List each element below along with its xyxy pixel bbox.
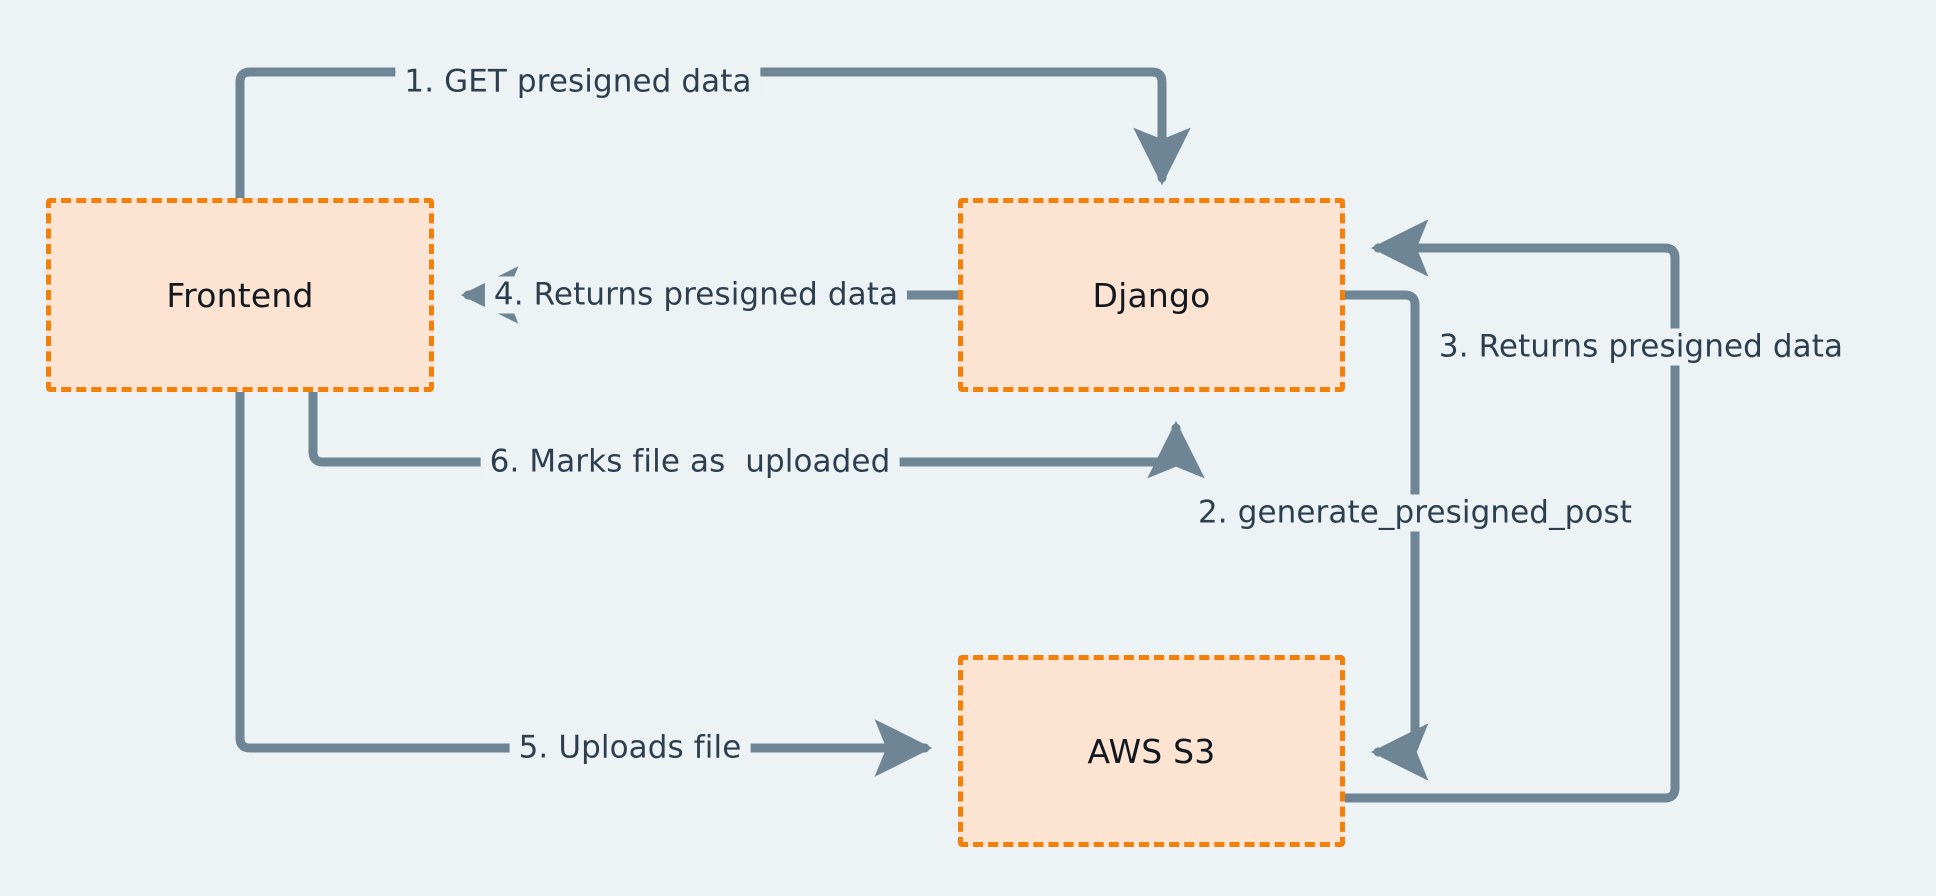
node-frontend[interactable]: Frontend: [46, 198, 434, 392]
node-aws-s3[interactable]: AWS S3: [958, 655, 1345, 847]
edge-path-3: [1340, 219, 1680, 803]
edge-label-6: 6. Marks file as uploaded: [480, 443, 900, 481]
node-aws-s3-label: AWS S3: [1087, 731, 1216, 771]
node-django[interactable]: Django: [958, 198, 1345, 392]
edge-label-4: 4. Returns presigned data: [484, 276, 908, 314]
edge-path-5: [235, 387, 933, 777]
node-frontend-label: Frontend: [166, 275, 314, 315]
edge-label-5: 5. Uploads file: [509, 729, 751, 767]
edge-label-1: 1. GET presigned data: [395, 63, 761, 101]
edge-label-2: 2. generate_presigned_post: [1188, 494, 1642, 532]
node-django-label: Django: [1092, 275, 1211, 315]
edge-label-3: 3. Returns presigned data: [1429, 328, 1853, 366]
